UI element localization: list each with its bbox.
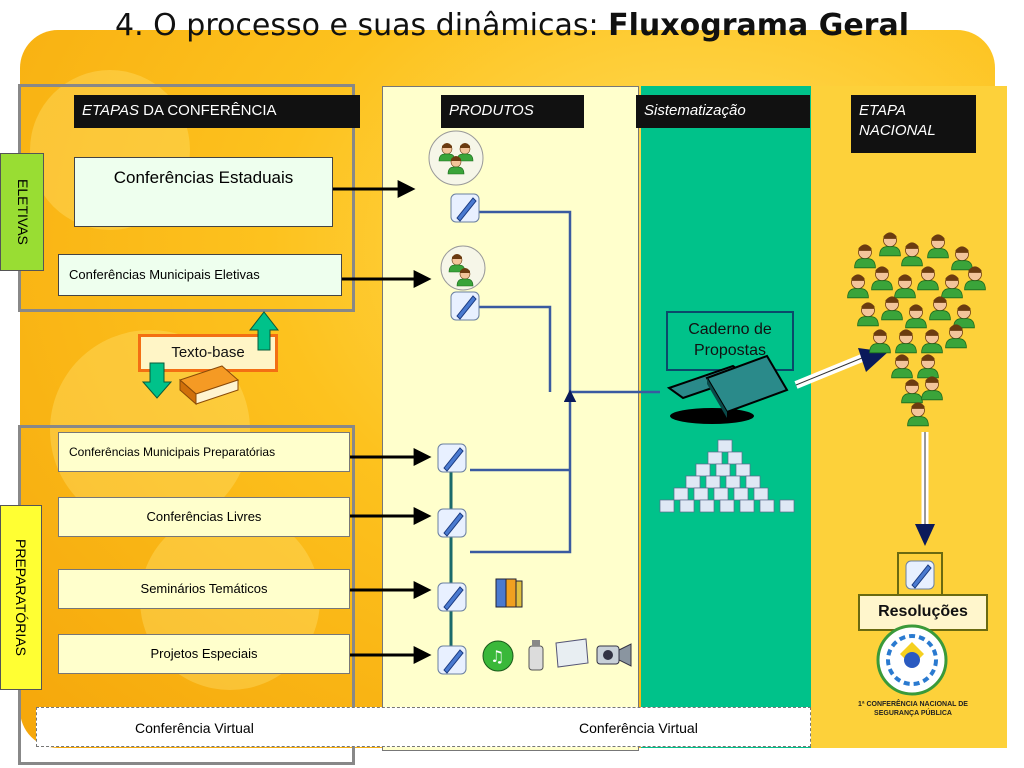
book-icon <box>179 365 239 406</box>
box-conferencias-livres: Conferências Livres <box>58 497 350 537</box>
arrow-to-resolucoes <box>915 432 935 546</box>
document-icon <box>437 645 467 675</box>
header-sistematizacao: Sistematização <box>636 95 810 128</box>
box-projetos-especiais: Projetos Especiais <box>58 634 350 674</box>
box-conferencias-municipais-preparatorias: Conferências Municipais Preparatórias <box>58 432 350 472</box>
document-icon <box>450 193 480 223</box>
header-etapa-nacional: ETAPA NACIONAL <box>851 95 976 153</box>
resolution-doc-frame <box>897 552 943 596</box>
down-arrow-icon <box>141 362 173 399</box>
box-seminarios-tematicos: Seminários Temáticos <box>58 569 350 609</box>
logo-caption: 1ª CONFERÊNCIA NACIONAL DE SEGURANÇA PÚB… <box>858 701 968 717</box>
connector-lines <box>470 210 660 554</box>
document-icon <box>437 443 467 473</box>
people-pair-icon <box>440 245 486 291</box>
people-group-icon <box>428 130 484 186</box>
arrow-to-national <box>794 348 888 389</box>
resolution-document-icon <box>905 560 935 590</box>
virtual-label-left: Conferência Virtual <box>135 720 254 736</box>
box-conferencias-municipais-eletivas: Conferências Municipais Eletivas <box>58 254 342 296</box>
video-camera-icon <box>596 643 632 667</box>
binder-icon <box>666 354 789 424</box>
binder-folder-icon <box>495 578 523 608</box>
document-icon <box>437 508 467 538</box>
eletivas-label: ELETIVAS <box>0 153 44 271</box>
texto-base-box: Texto-base <box>138 334 278 372</box>
crowd-icon <box>846 231 987 427</box>
box-conferencias-estaduais: Conferências Estaduais <box>74 157 333 227</box>
document-icon <box>450 291 480 321</box>
preparatorias-label: PREPARATÓRIAS <box>0 505 42 690</box>
virtual-label-right: Conferência Virtual <box>579 720 698 736</box>
virtual-conference-bar: Conferência Virtual Conferência Virtual <box>36 707 811 747</box>
header-produtos: PRODUTOS <box>441 95 584 128</box>
products-column <box>382 86 639 751</box>
svg-text:♫: ♫ <box>490 647 504 666</box>
up-arrow-icon <box>248 311 280 351</box>
logo-seal-icon <box>876 624 948 696</box>
page-title: 4. O processo e suas dinâmicas: Fluxogra… <box>114 8 909 43</box>
spray-icon <box>528 640 544 671</box>
scroll-icon <box>555 638 589 668</box>
header-etapas: ETAPAS DA CONFERÊNCIA <box>74 95 360 128</box>
music-icon: ♫ <box>482 640 514 672</box>
document-pyramid-icon <box>659 439 795 513</box>
document-icon <box>437 582 467 612</box>
